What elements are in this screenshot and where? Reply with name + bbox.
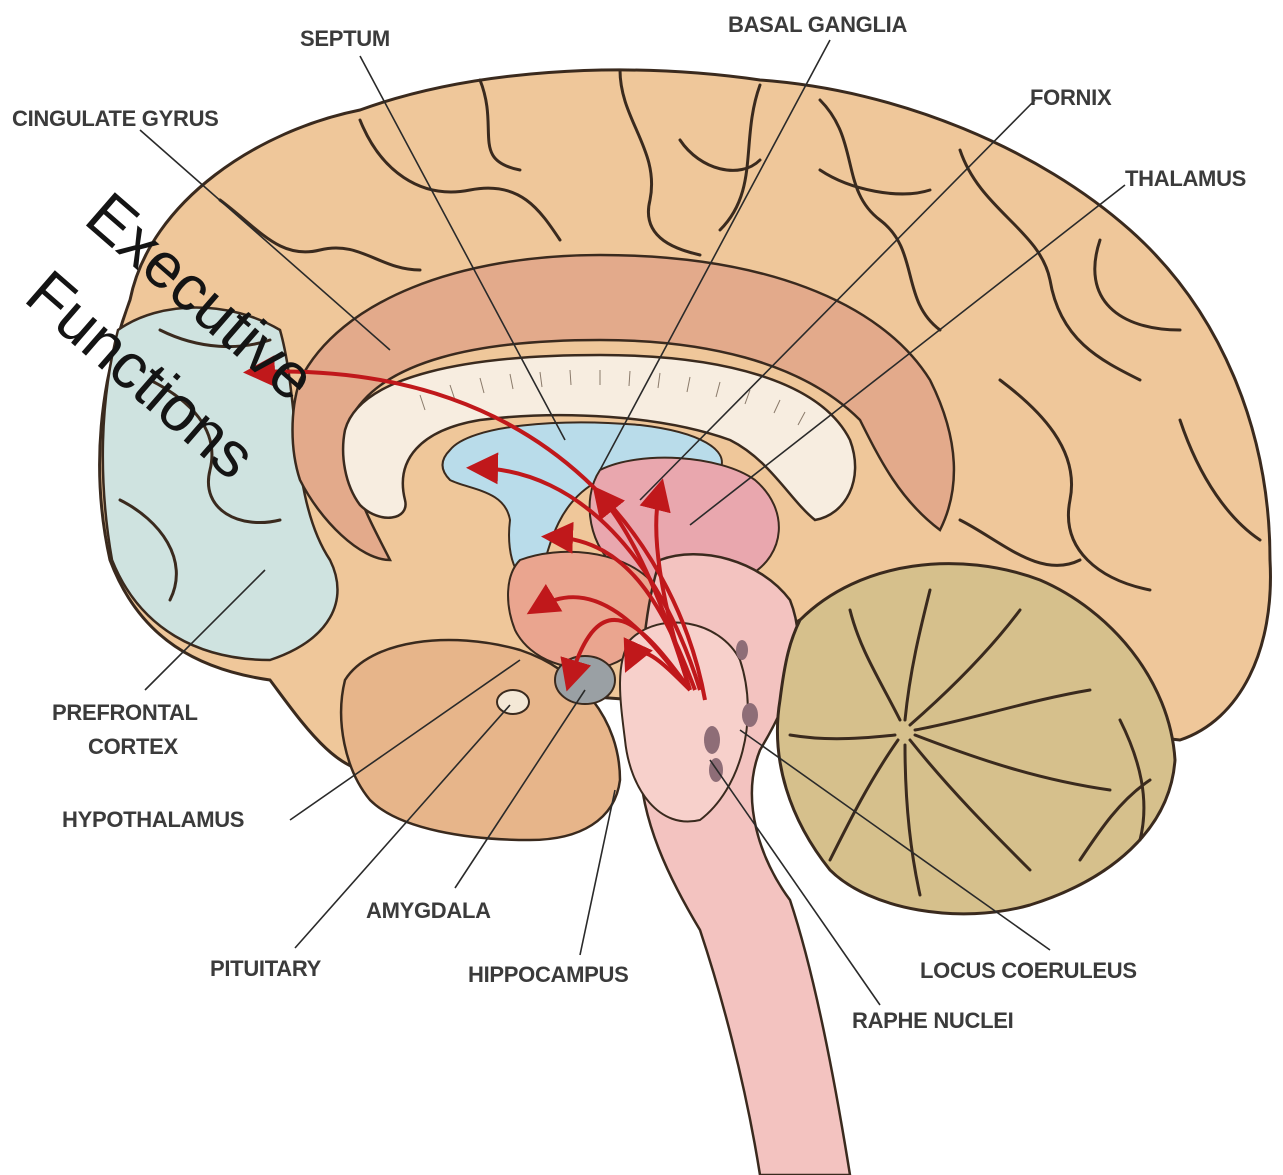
label-amygdala: AMYGDALA <box>366 898 491 923</box>
label-cingulate-gyrus: CINGULATE GYRUS <box>12 106 219 131</box>
label-raphe-nuclei: RAPHE NUCLEI <box>852 1008 1013 1033</box>
label-fornix: FORNIX <box>1030 85 1112 110</box>
label-septum: SEPTUM <box>300 26 390 51</box>
label-locus-coeruleus: LOCUS COERULEUS <box>920 958 1137 983</box>
label-hypothalamus: HYPOTHALAMUS <box>62 807 244 832</box>
label-thalamus: THALAMUS <box>1125 166 1246 191</box>
label-prefrontal: PREFRONTAL <box>52 700 198 725</box>
label-hippocampus: HIPPOCAMPUS <box>468 962 629 987</box>
amygdala-body <box>555 656 615 704</box>
label-cortex: CORTEX <box>88 734 179 759</box>
pituitary-gland <box>497 690 529 714</box>
label-pituitary: PITUITARY <box>210 956 322 981</box>
label-basal-ganglia: BASAL GANGLIA <box>728 12 907 37</box>
